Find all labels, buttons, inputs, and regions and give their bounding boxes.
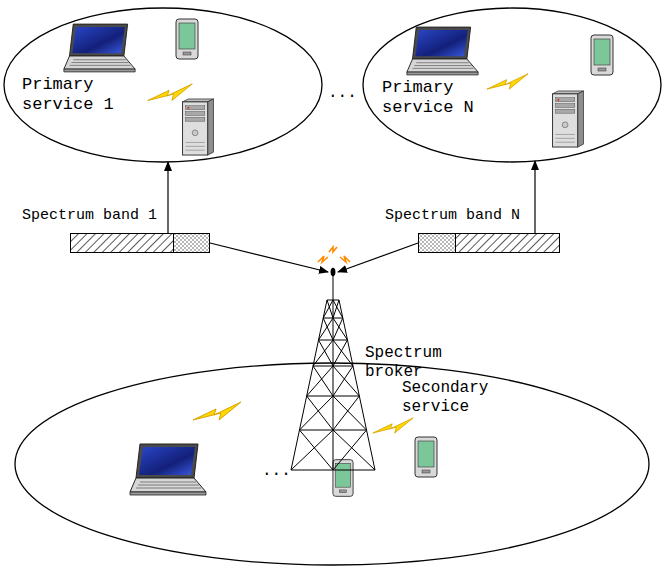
server-icon xyxy=(553,91,584,147)
band-segment xyxy=(419,234,456,253)
spectrum-band: Spectrum band N xyxy=(418,233,560,253)
wireless-bolt xyxy=(193,402,241,420)
spectrum-arrow xyxy=(167,162,168,233)
service-ellipse: Primary service N xyxy=(362,7,662,163)
broker-tower-node: Spectrum broker xyxy=(290,272,460,470)
ellipsis-label: ... xyxy=(262,462,291,481)
node-label: Primary service 1 xyxy=(22,75,132,116)
service-ellipse: Primary service 1 xyxy=(3,7,323,163)
phone-icon xyxy=(591,35,613,75)
phone-icon xyxy=(333,460,353,497)
band-shape xyxy=(418,233,560,253)
node-label: Secondary service xyxy=(402,379,502,417)
wireless-bolt xyxy=(148,84,193,101)
node-label: Spectrum band N xyxy=(385,207,520,225)
service-ellipse: Secondary service xyxy=(14,362,650,566)
wireless-bolt xyxy=(373,418,413,433)
band-segment xyxy=(71,234,174,253)
laptop-icon xyxy=(64,24,135,72)
ellipsis-label: ... xyxy=(328,84,357,103)
node-label: Spectrum band 1 xyxy=(22,207,157,225)
wireless-bolt xyxy=(487,74,528,89)
spectrum-arrow xyxy=(210,243,328,272)
ellipse-border xyxy=(15,363,649,565)
band-segment xyxy=(456,234,560,253)
laptop-icon xyxy=(130,444,206,495)
server-icon xyxy=(183,99,214,155)
laptop-icon xyxy=(407,27,478,75)
node-label: Spectrum broker xyxy=(365,344,457,382)
node-label: Primary service N xyxy=(382,78,492,119)
tower-signal xyxy=(318,247,350,262)
spectrum-band: Spectrum band 1 xyxy=(70,233,210,253)
band-segment xyxy=(174,234,210,253)
ellipse-border xyxy=(363,8,661,162)
spectrum-arrow xyxy=(338,243,418,272)
phone-icon xyxy=(176,19,198,59)
spectrum-arrow xyxy=(534,161,535,233)
ellipse-border xyxy=(4,8,322,162)
phone-icon xyxy=(415,437,437,477)
band-shape xyxy=(70,233,210,253)
broker-tower xyxy=(291,268,375,470)
ellipse-outline xyxy=(14,362,650,566)
